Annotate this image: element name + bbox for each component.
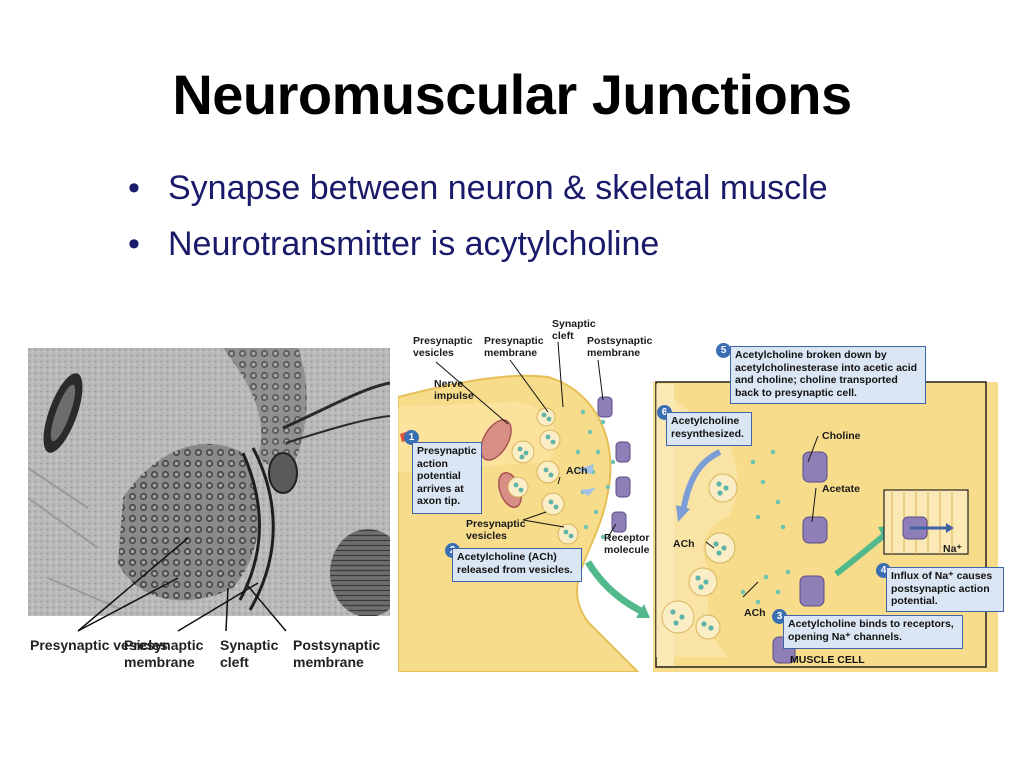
electron-micrograph — [28, 348, 390, 616]
diagram-label-ach: ACh — [566, 465, 588, 477]
diagram-label-acetate: Acetate — [822, 483, 860, 495]
diagram-label-receptor-molecule: Receptor molecule — [604, 532, 650, 556]
slide-title: Neuromuscular Junctions — [172, 63, 852, 126]
diagram-label-muscle-cell: MUSCLE CELL — [790, 654, 865, 666]
diagram-label-nerve-impulse: Nerve impulse — [434, 378, 474, 402]
micro-label-postsynaptic-membrane: Postsynaptic membrane — [293, 637, 381, 670]
diagram-label-presynaptic-membrane: Presynaptic membrane — [484, 335, 544, 359]
step-number-5: 5 — [716, 343, 731, 358]
step-number-1: 1 — [404, 430, 419, 445]
bullet-text: Synapse between neuron & skeletal muscle — [168, 169, 828, 207]
diagram-label-ach-2: ACh — [673, 538, 695, 550]
diagram-label-postsynaptic-membrane: Postsynaptic membrane — [587, 335, 653, 359]
step-box-1: Presynaptic action potential arrives at … — [412, 442, 482, 514]
micro-label-presynaptic-vesicles: Presynaptic vesicles — [30, 637, 168, 653]
step-box-6: Acetylcholine resynthesized. — [666, 412, 752, 446]
step-box-2: Acetylcholine (ACh) released from vesicl… — [452, 548, 582, 582]
diagram-label-ach-3: ACh — [744, 607, 766, 619]
diagram-label-choline: Choline — [822, 430, 861, 442]
step-box-3: Acetylcholine binds to receptors, openin… — [783, 615, 963, 649]
bullet-list: • Synapse between neuron & skeletal muscl… — [128, 160, 828, 272]
step-box-4: Influx of Na⁺ causes postsynaptic action… — [886, 567, 1004, 612]
diagram-label-presynaptic-vesicles: Presynaptic vesicles — [413, 335, 473, 359]
step-box-5: Acetylcholine broken down by acetylcholi… — [730, 346, 926, 404]
bullet-item: • Neurotransmitter is acytylcholine — [128, 216, 828, 272]
diagram-label-na-plus: Na⁺ — [943, 543, 962, 555]
micro-label-presynaptic-membrane: Presynaptic membrane — [124, 637, 204, 670]
bullet-dot: • — [128, 225, 140, 263]
micro-label-synaptic-cleft: Synaptic cleft — [220, 637, 279, 670]
diagram-label-presynaptic-vesicles-2: Presynaptic vesicles — [466, 518, 526, 542]
micrograph-pointer-lines — [77, 537, 287, 632]
bullet-text: Neurotransmitter is acytylcholine — [168, 225, 660, 263]
bullet-item: • Synapse between neuron & skeletal muscl… — [128, 160, 828, 216]
diagram-label-synaptic-cleft: Synaptic cleft — [552, 318, 596, 342]
bullet-dot: • — [128, 169, 140, 207]
